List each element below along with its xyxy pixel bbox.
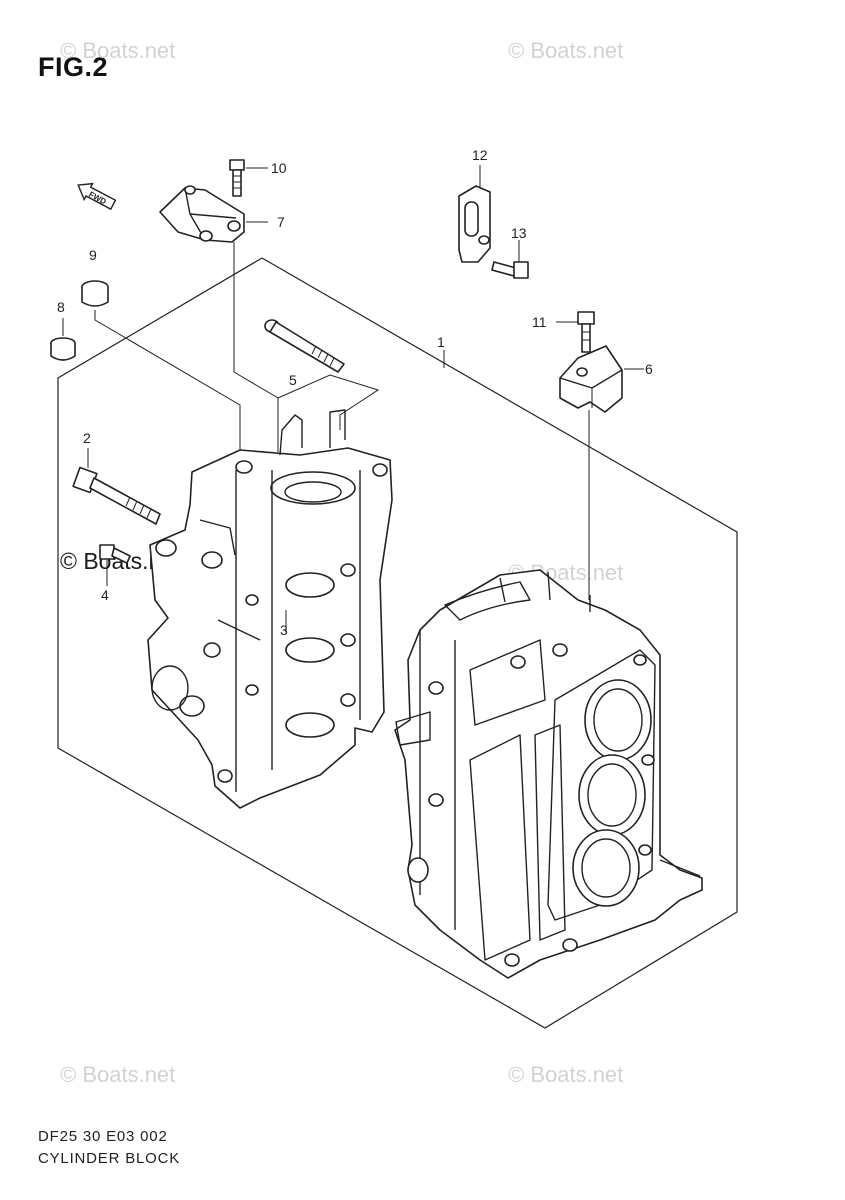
tensioner-part-12: [458, 185, 491, 263]
bolt-part-5: [264, 319, 345, 373]
bracket-part-6: [559, 345, 623, 413]
watermark: © Boats.net: [60, 1062, 176, 1087]
callout-13: 13: [511, 225, 527, 241]
figure-title: FIG.2: [38, 52, 109, 82]
callout-8: 8: [57, 299, 65, 315]
assembly-box: [57, 257, 738, 1029]
pin-part-4: [99, 544, 131, 564]
plug-part-9: [81, 280, 109, 307]
crankcase-half: [147, 409, 393, 809]
callout-12: 12: [472, 147, 488, 163]
fwd-arrow-icon: FWD: [77, 182, 117, 211]
callout-1: 1: [437, 334, 445, 350]
bolt-part-11: [577, 311, 595, 353]
callout-10: 10: [271, 160, 287, 176]
callout-5: 5: [289, 372, 297, 388]
callout-2: 2: [83, 430, 91, 446]
callout-7: 7: [277, 214, 285, 230]
cylinder-block-half: [394, 569, 703, 979]
bolt-part-2: [72, 466, 161, 525]
callout-3: 3: [280, 622, 288, 638]
callout-11: 11: [532, 314, 547, 330]
watermark: © Boats.net: [508, 1062, 624, 1087]
bolt-part-13: [491, 261, 529, 279]
diagram-code: DF25 30 E03 002: [38, 1128, 168, 1145]
callout-6: 6: [645, 361, 653, 377]
callout-4: 4: [101, 587, 109, 603]
plug-part-8: [50, 337, 76, 361]
watermark: © Boats.net: [508, 38, 624, 63]
callout-9: 9: [89, 247, 97, 263]
bolt-part-10: [229, 159, 245, 197]
bracket-part-7: [159, 185, 245, 243]
diagram-name: CYLINDER BLOCK: [38, 1150, 181, 1167]
watermark: © Boats.net: [60, 38, 176, 63]
